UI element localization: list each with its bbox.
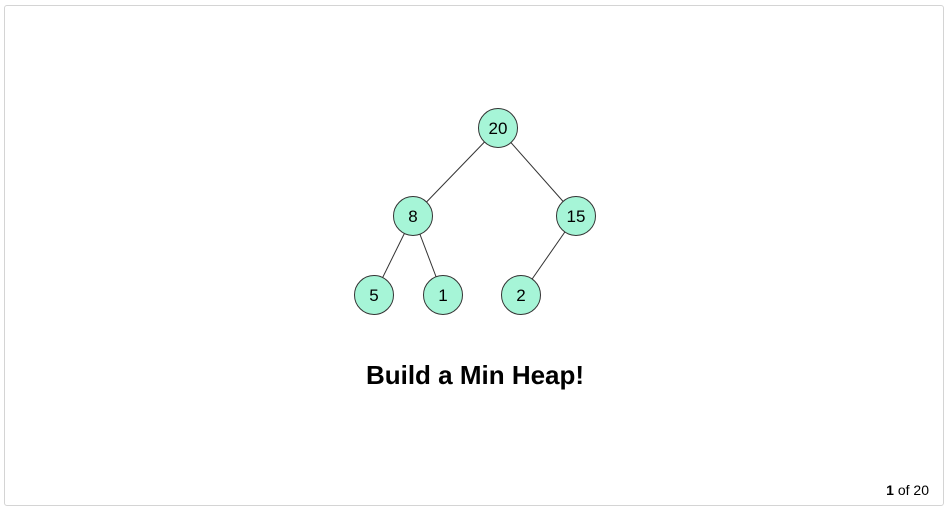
- tree-node-label: 20: [489, 119, 508, 138]
- tree-node-label: 15: [567, 207, 586, 226]
- tree-node-label: 8: [408, 207, 417, 226]
- slide-title: Build a Min Heap!: [365, 360, 585, 390]
- slide-counter: 1 of 20: [886, 482, 929, 498]
- tree-node-circle: [354, 275, 394, 315]
- tree-node-circle: [423, 275, 463, 315]
- tree-node: 8: [393, 196, 433, 236]
- tree-node: 20: [478, 108, 518, 148]
- slide-frame: [4, 5, 944, 506]
- tree-nodes: 20 8 15 5 1 2: [354, 108, 596, 315]
- tree-node-circle: [478, 108, 518, 148]
- tree-node-label: 5: [369, 286, 378, 305]
- tree-node-circle: [393, 196, 433, 236]
- tree-node-circle: [501, 275, 541, 315]
- tree-node-label: 1: [438, 286, 447, 305]
- slide-counter-current: 1: [886, 482, 894, 498]
- tree-node: 2: [501, 275, 541, 315]
- slide-counter-separator: of: [897, 482, 910, 498]
- slide-counter-total: 20: [913, 482, 929, 498]
- tree-node: 15: [556, 196, 596, 236]
- tree-node: 5: [354, 275, 394, 315]
- tree-node-label: 2: [516, 286, 525, 305]
- tree-edge: [412, 127, 499, 217]
- tree-node-circle: [556, 196, 596, 236]
- tree-node: 1: [423, 275, 463, 315]
